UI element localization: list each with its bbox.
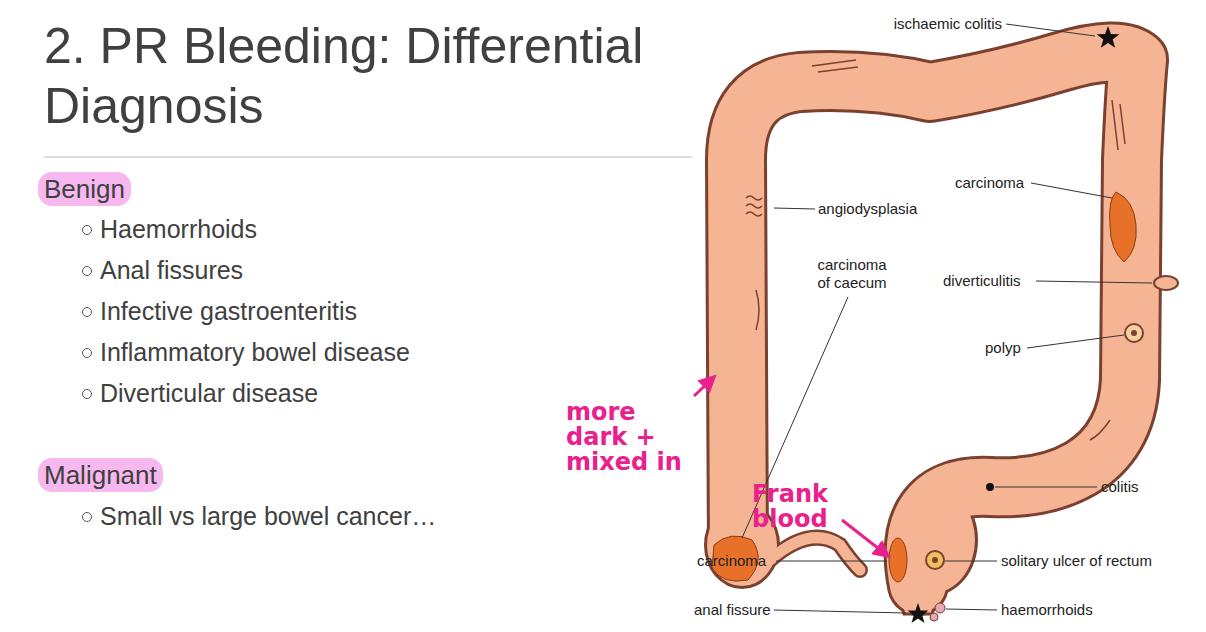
highlighted-heading: Malignant	[38, 458, 163, 492]
diverticulum	[1154, 276, 1178, 290]
rectum	[889, 487, 975, 593]
leader-lines	[742, 24, 1152, 613]
list-item: Diverticular disease	[100, 378, 318, 408]
part-label: anal fissure	[694, 601, 771, 619]
list-item: Infective gastroenteritis	[100, 296, 357, 326]
annotation-arrow	[694, 377, 714, 396]
handwritten-note: more dark + mixed in	[566, 400, 698, 475]
ulcer-centre	[932, 557, 938, 563]
annotation-arrow	[842, 520, 888, 556]
appendix-outline	[770, 538, 860, 570]
handwritten-note: Frank blood	[752, 482, 844, 532]
part-label: diverticulitis	[943, 272, 1021, 290]
list-item: Small vs large bowel cancer…	[100, 501, 436, 531]
part-label: carcinoma	[697, 552, 766, 570]
appendix	[770, 538, 860, 570]
rectal-carcinoma	[889, 538, 907, 582]
star-marker	[1097, 26, 1120, 48]
haustra-lines	[756, 60, 1125, 440]
heading-text: Malignant	[44, 460, 157, 490]
list-item: Haemorrhoids	[100, 214, 257, 244]
part-label: polyp	[985, 339, 1021, 357]
highlighted-heading: Benign	[38, 172, 131, 206]
part-label: colitis	[1101, 478, 1139, 496]
list-item: Anal fissures	[100, 255, 243, 285]
slide-title: 2. PR Bleeding: Differential Diagnosis	[44, 16, 684, 136]
haemorrhoid-mark	[930, 613, 938, 621]
star-marker	[908, 603, 929, 623]
angiodysplasia-mark	[746, 196, 762, 216]
list-item: Inflammatory bowel disease	[100, 337, 410, 367]
part-label: angiodysplasia	[818, 200, 917, 218]
polyp-centre	[1131, 330, 1137, 336]
part-label: carcinoma of caecum	[812, 256, 892, 292]
haemorrhoid-mark	[935, 603, 945, 613]
part-label: ischaemic colitis	[894, 15, 1002, 33]
ulcer-mark	[926, 551, 944, 569]
part-label: solitary ulcer of rectum	[1001, 552, 1152, 570]
title-rule	[44, 157, 692, 158]
part-label: haemorrhoids	[1001, 601, 1093, 619]
heading-text: Benign	[44, 174, 125, 204]
colitis-dot	[986, 483, 994, 491]
descending-carcinoma	[1110, 192, 1137, 262]
polyp-mark	[1125, 324, 1143, 342]
part-label: carcinoma	[955, 174, 1024, 192]
